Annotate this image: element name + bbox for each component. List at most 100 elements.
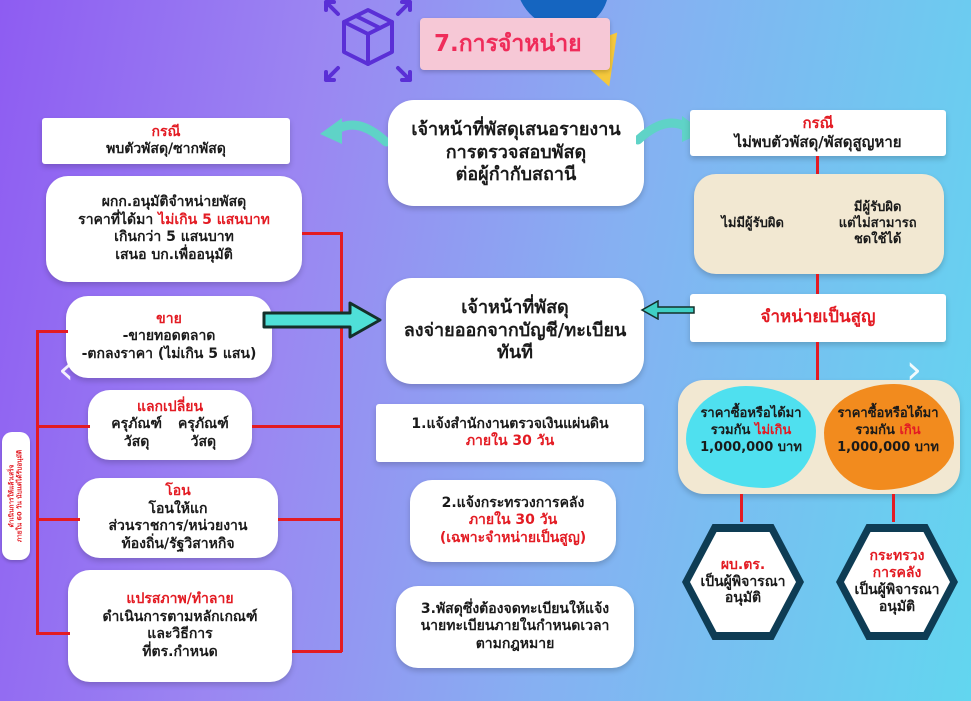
title-banner: 7.การจำหน่าย <box>420 18 610 70</box>
approval-limit-highlight: ไม่เกิน 5 แสนบาท <box>158 211 270 228</box>
price-high: ราคาซื้อหรือได้มา รวมกัน เกิน 1,000,000 … <box>818 406 958 457</box>
price-high-highlight: เกิน <box>899 422 921 438</box>
connector-line <box>36 632 70 635</box>
package-box-icon <box>320 0 416 86</box>
step-1-box: 1.แจ้งสำนักงานตรวจเงินแผ่นดิน ภายใน 30 ว… <box>376 404 644 462</box>
step-2-text: 2.แจ้งกระทรวงการคลัง <box>441 494 585 511</box>
connector-line <box>36 330 39 635</box>
approver-right-name-2: การคลัง <box>872 565 922 582</box>
responsibility-box: ไม่มีผู้รับผิด มีผู้รับผิด แต่ไม่สามารถ … <box>694 174 944 274</box>
approver-right-line-1: เป็นผู้พิจารณา <box>854 582 940 598</box>
price-low-line-2: รวมกัน ไม่เกิน <box>710 422 792 438</box>
step-3-line-2: นายทะเบียนภายในกำหนดเวลา <box>420 618 610 635</box>
center-line-2: ลงจ่ายออกจากบัญชี/ทะเบียน <box>403 319 627 341</box>
report-box: เจ้าหน้าที่พัสดุเสนอรายงาน การตรวจสอบพัส… <box>388 100 644 206</box>
connector-line <box>36 518 80 521</box>
connector-line <box>302 232 342 235</box>
arrow-right-icon <box>262 301 382 339</box>
exchange-box: แลกเปลี่ยน ครุภัณฑ์ วัสดุ ครุภัณฑ์ วัสดุ <box>88 390 252 460</box>
approver-left: ผบ.ตร. เป็นผู้พิจารณา อนุมัติ <box>690 532 796 632</box>
connector-line <box>816 274 819 296</box>
price-box: ราคาซื้อหรือได้มา รวมกัน ไม่เกิน 1,000,0… <box>678 380 960 494</box>
exchange-item-b2: วัสดุ <box>190 433 217 450</box>
sell-box: ขาย -ขายทอดตลาด -ตกลงราคา (ไม่เกิน 5 แสน… <box>66 296 272 378</box>
transfer-line-2: ส่วนราชการ/หน่วยงาน <box>108 518 248 534</box>
report-line-1: เจ้าหน้าที่พัสดุเสนอรายงาน <box>411 119 621 141</box>
center-line-1: เจ้าหน้าที่พัสดุ <box>461 297 569 319</box>
approval-line-2: ราคาที่ได้มา ไม่เกิน 5 แสนบาท <box>78 211 270 228</box>
prev-slide-button[interactable]: ‹ <box>52 350 80 390</box>
price-low-amount: 1,000,000 บาท <box>700 439 802 455</box>
center-main-box: เจ้าหน้าที่พัสดุ ลงจ่ายออกจากบัญชี/ทะเบี… <box>386 278 644 384</box>
approver-right: กระทรวง การคลัง เป็นผู้พิจารณา อนุมัติ <box>844 532 950 632</box>
cyan-blob-shape <box>686 386 816 488</box>
connector-line <box>36 425 90 428</box>
sell-line-1: -ขายทอดตลาด <box>122 328 216 345</box>
connector-line <box>252 425 342 428</box>
price-low-line-1: ราคาซื้อหรือได้มา <box>700 406 802 421</box>
next-slide-button[interactable]: › <box>900 350 928 390</box>
exchange-item-b1: ครุภัณฑ์ <box>178 416 229 433</box>
sell-line-2: -ตกลงราคา (ไม่เกิน 5 แสน) <box>81 345 257 362</box>
left-case-box: กรณี พบตัวพัสดุ/ซากพัสดุ <box>42 118 290 164</box>
destroy-box: แปรสภาพ/ทำลาย ดำเนินการตามหลักเกณฑ์ และว… <box>68 570 292 682</box>
connector-line <box>892 494 895 522</box>
price-high-line-1: ราคาซื้อหรือได้มา <box>837 406 939 421</box>
price-low-highlight: ไม่เกิน <box>754 422 792 438</box>
connector-line <box>36 330 68 333</box>
transfer-line-1: โอนให้แก <box>148 500 208 517</box>
exchange-label: แลกเปลี่ยน <box>136 398 204 415</box>
orange-blob-shape <box>824 384 954 490</box>
right-case-box: กรณี ไม่พบตัวพัสดุ/พัสดุสูญหาย <box>690 110 946 156</box>
report-line-2: การตรวจสอบพัสดุ <box>445 141 587 163</box>
approver-left-line-1: เป็นผู้พิจารณา <box>700 573 786 590</box>
write-off-box: จำหน่ายเป็นสูญ <box>690 294 946 342</box>
step-3-line-1: 3.พัสดุซึ่งต้องจดทะเบียนให้แจ้ง <box>420 600 610 617</box>
transfer-label: โอน <box>165 483 191 499</box>
transfer-box: โอน โอนให้แก ส่วนราชการ/หน่วยงาน ท้องถิ่… <box>78 478 278 558</box>
step-3-box: 3.พัสดุซึ่งต้องจดทะเบียนให้แจ้ง นายทะเบี… <box>396 586 634 668</box>
step-3-line-3: ตามกฎหมาย <box>475 635 555 652</box>
right-case-text: ไม่พบตัวพัสดุ/พัสดุสูญหาย <box>734 133 902 151</box>
approver-left-line-2: อนุมัติ <box>724 590 762 607</box>
destroy-label: แปรสภาพ/ทำลาย <box>126 591 234 607</box>
connector-line <box>278 518 342 521</box>
center-line-3: ทันที <box>496 342 534 364</box>
destroy-line-1: ดำเนินการตามหลักเกณฑ์ <box>102 608 258 625</box>
connector-line <box>292 650 342 653</box>
curved-arrow-left-icon <box>320 118 388 147</box>
approver-right-line-2: อนุมัติ <box>878 598 916 615</box>
price-high-amount: 1,000,000 บาท <box>837 439 939 455</box>
right-case-label: กรณี <box>802 114 834 133</box>
exchange-item-a1: ครุภัณฑ์ <box>111 416 162 433</box>
connector-line <box>340 232 343 652</box>
destroy-line-3: ที่ตร.กำหนด <box>142 643 218 660</box>
arrow-left-icon <box>640 300 695 320</box>
approver-right-name-1: กระทรวง <box>869 548 925 565</box>
step-2-box: 2.แจ้งกระทรวงการคลัง ภายใน 30 วัน (เฉพาะ… <box>410 480 616 562</box>
connector-line <box>816 156 819 176</box>
price-low: ราคาซื้อหรือได้มา รวมกัน ไม่เกิน 1,000,0… <box>682 406 820 457</box>
step-1-deadline: ภายใน 30 วัน <box>465 433 555 449</box>
has-responsible-line-2: แต่ไม่สามารถ <box>838 215 917 231</box>
side-note-badge: ดำเนินการให้แล้วเสร็จ ภายใน 60 วัน นับแต… <box>2 432 30 560</box>
side-note-line-2: ภายใน 60 วัน นับแต่ได้รับอนุมัติ <box>16 449 24 543</box>
connector-line <box>816 342 819 382</box>
write-off-label: จำหน่ายเป็นสูญ <box>760 307 876 328</box>
left-case-label: กรณี <box>151 123 181 140</box>
approver-left-name: ผบ.ตร. <box>720 556 766 573</box>
price-high-line-2: รวมกัน เกิน <box>855 422 921 438</box>
left-case-text: พบตัวพัสดุ/ซากพัสดุ <box>106 141 226 157</box>
exchange-item-a2: วัสดุ <box>123 433 150 450</box>
step-2-condition: (เฉพาะจำหน่ายเป็นสูญ) <box>439 529 587 546</box>
no-responsible-text: ไม่มีผู้รับผิด <box>721 215 784 231</box>
has-responsible-line-3: ชดใช้ได้ <box>853 232 902 248</box>
transfer-line-3: ท้องถิ่น/รัฐวิสาหกิจ <box>121 535 235 552</box>
connector-line <box>740 494 743 522</box>
chevron-right-icon: › <box>906 347 922 393</box>
report-line-3: ต่อผู้กำกับสถานี <box>455 164 577 186</box>
approval-box: ผกก.อนุมัติจำหน่ายพัสดุ ราคาที่ได้มา ไม่… <box>46 176 302 282</box>
page-title: 7.การจำหน่าย <box>434 31 582 57</box>
sell-label: ขาย <box>156 310 182 327</box>
